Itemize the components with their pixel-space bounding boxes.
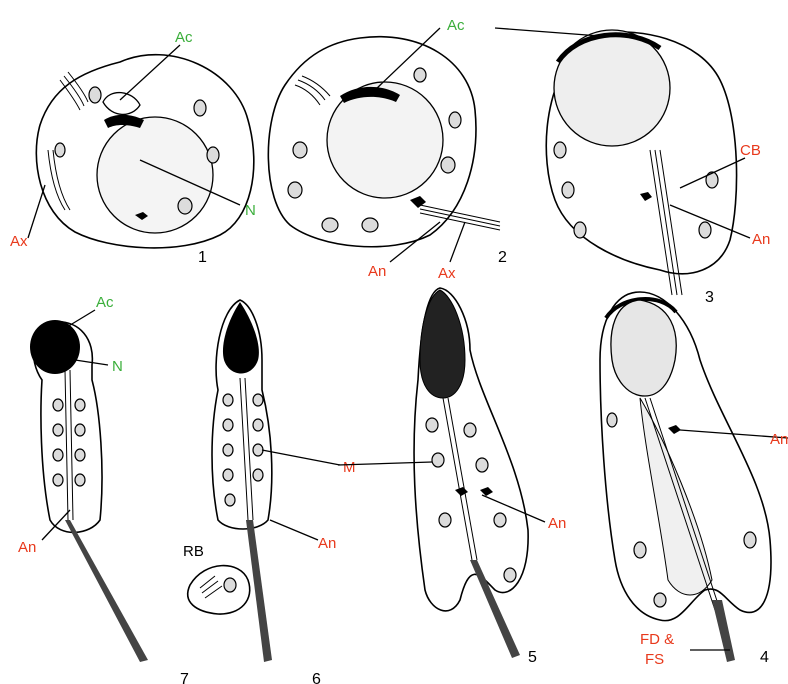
nucleus-4 bbox=[611, 300, 676, 396]
label-an-6: An bbox=[318, 535, 336, 552]
label-n-7: N bbox=[112, 358, 123, 375]
label-ax-1: Ax bbox=[10, 233, 28, 250]
label-fdfs-line1: FD & bbox=[640, 631, 674, 648]
residual-body bbox=[188, 566, 250, 614]
panel-number-7: 7 bbox=[180, 671, 189, 684]
panel-number-6: 6 bbox=[312, 671, 321, 684]
label-ac-1: Ac bbox=[175, 29, 193, 46]
nucleus-7 bbox=[30, 320, 80, 374]
panel-number-1: 1 bbox=[198, 249, 207, 266]
label-ax-2: Ax bbox=[438, 265, 456, 282]
label-fdfs-line2: FS bbox=[645, 651, 664, 668]
label-m: M bbox=[343, 459, 356, 476]
label-ac-7: Ac bbox=[96, 294, 114, 311]
label-an-5: An bbox=[548, 515, 566, 532]
nucleus-1 bbox=[97, 117, 213, 233]
panel-number-3: 3 bbox=[705, 289, 714, 306]
panel-number-2: 2 bbox=[498, 249, 507, 266]
panel-number-4: 4 bbox=[760, 649, 769, 666]
panel-7-cell bbox=[30, 320, 148, 662]
label-an-4: An bbox=[770, 431, 788, 448]
label-ac-2: Ac bbox=[447, 17, 465, 34]
panel-5-cell bbox=[414, 288, 528, 658]
label-an-7: An bbox=[18, 539, 36, 556]
label-an-3: An bbox=[752, 231, 770, 248]
panel-1-cell bbox=[36, 55, 253, 248]
label-cb-3: CB bbox=[740, 142, 761, 159]
panel-3-cell bbox=[546, 30, 736, 295]
panel-number-5: 5 bbox=[528, 649, 537, 666]
panel-2-cell bbox=[268, 37, 500, 247]
label-n-1: N bbox=[245, 202, 256, 219]
label-an-2: An bbox=[368, 263, 386, 280]
panel-4-cell bbox=[600, 292, 771, 662]
label-rb: RB bbox=[183, 543, 204, 560]
